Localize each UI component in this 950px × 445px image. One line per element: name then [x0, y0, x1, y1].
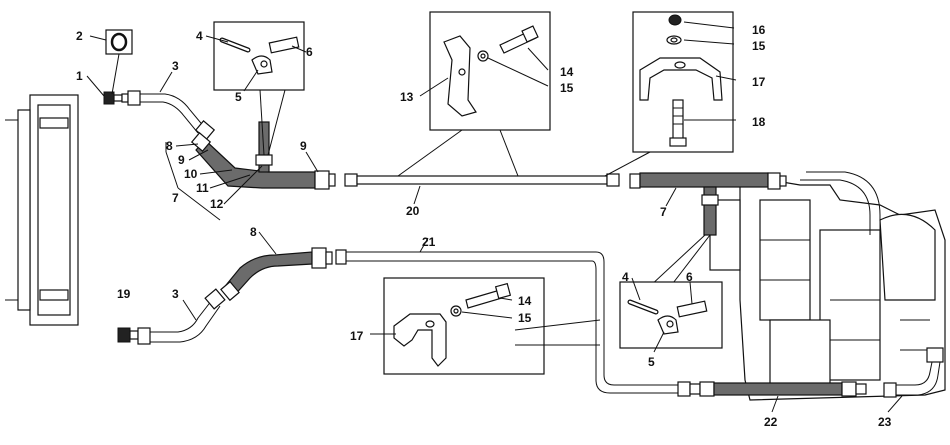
hose-8-lower [220, 247, 333, 302]
radiator [5, 94, 79, 326]
callout-10: 10 [184, 167, 198, 181]
callout-18: 18 [752, 115, 766, 129]
hose-tee-upper-left [190, 121, 336, 190]
callout-11: 11 [196, 181, 209, 195]
callout-2: 2 [76, 29, 83, 43]
pipe-23 [883, 347, 944, 398]
callout-8: 8 [166, 139, 173, 153]
fitting-1 [103, 91, 129, 105]
callout-8b: 8 [250, 225, 257, 239]
pipe-20 [344, 173, 620, 187]
callout-19: 19 [117, 287, 131, 301]
callout-4: 4 [196, 29, 203, 43]
callout-14b: 14 [518, 294, 532, 308]
fitting-19 [117, 327, 151, 345]
callout-13: 13 [400, 90, 414, 104]
detail-box-clamp-lower [619, 281, 723, 349]
callout-1: 1 [76, 69, 83, 83]
detail-box-bracket-lower [383, 277, 601, 375]
callout-23: 23 [878, 415, 892, 429]
callout-17: 17 [752, 75, 766, 89]
callout-labels: 2 1 3 4 6 5 8 9 10 11 12 7 9 20 13 14 15… [76, 23, 892, 429]
callout-3: 3 [172, 59, 179, 73]
leader-lines [86, 21, 903, 413]
callout-3b: 3 [172, 287, 179, 301]
callout-12: 12 [210, 197, 224, 211]
callout-4b: 4 [622, 270, 629, 284]
transmission-housing [709, 171, 946, 401]
detail-box-bracket-17 [604, 11, 734, 177]
callout-14: 14 [560, 65, 574, 79]
detail-box-clamp-upper [213, 21, 305, 156]
pipe-3-lower [150, 288, 226, 343]
callout-9: 9 [178, 153, 185, 167]
callout-20: 20 [406, 204, 420, 218]
callout-5b: 5 [648, 355, 655, 369]
hose-22 [689, 381, 867, 397]
callout-15: 15 [560, 81, 574, 95]
detail-box-bracket-13 [397, 11, 551, 177]
pipe-3-upper [127, 90, 216, 140]
callout-7b: 7 [660, 205, 667, 219]
callout-17b: 17 [350, 329, 364, 343]
callout-6: 6 [306, 45, 313, 59]
callout-9b: 9 [300, 139, 307, 153]
callout-6b: 6 [686, 270, 693, 284]
callout-15c: 15 [518, 311, 532, 325]
callout-21: 21 [422, 235, 436, 249]
callout-22: 22 [764, 415, 778, 429]
callout-5: 5 [235, 90, 242, 104]
gasket-2 [105, 29, 133, 55]
pipe-21 [335, 249, 691, 397]
callout-15b: 15 [752, 39, 766, 53]
callout-7: 7 [172, 191, 179, 205]
callout-16: 16 [752, 23, 766, 37]
